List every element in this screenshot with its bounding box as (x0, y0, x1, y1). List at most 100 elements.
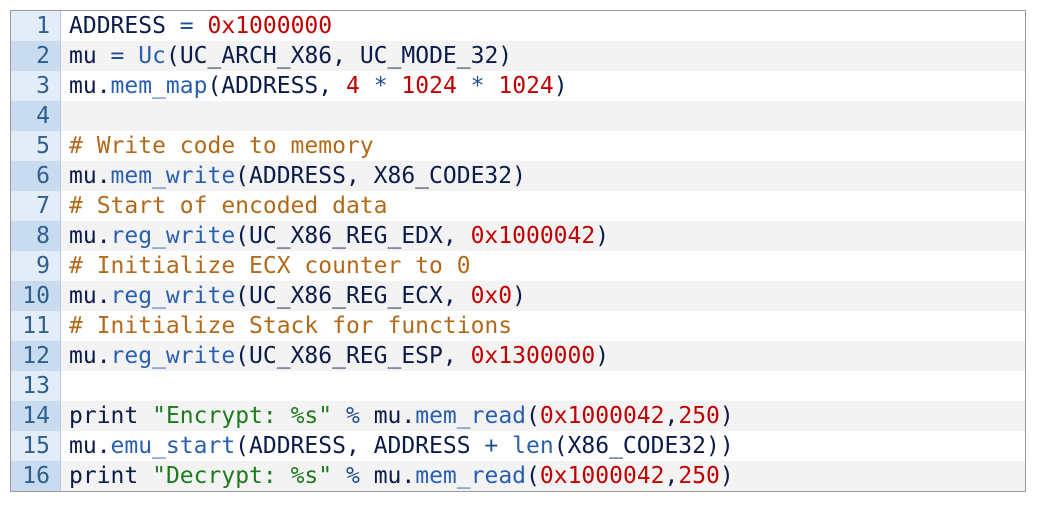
code-token-plain: mu (69, 43, 111, 69)
code-token-plain: mu. (69, 163, 111, 189)
line-text: # Initialize ECX counter to 0 (61, 251, 1025, 281)
line-text: # Write code to memory (61, 131, 1025, 161)
code-token-plain: ) (719, 463, 734, 489)
line-text: mu.mem_map(ADDRESS, 4 * 1024 * 1024) (61, 71, 1025, 101)
code-token-plain: mu. (69, 223, 111, 249)
code-token-comment: # Initialize ECX counter to 0 (69, 253, 471, 279)
code-token-plain: (UC_X86_REG_ECX, (235, 283, 471, 309)
code-token-plain: (UC_X86_REG_EDX, (235, 223, 471, 249)
line-number: 6 (11, 161, 61, 191)
line-number: 5 (11, 131, 61, 161)
line-number: 13 (11, 371, 61, 401)
line-text (61, 371, 1025, 401)
line-text: print "Encrypt: %s" % mu.mem_read(0x1000… (61, 401, 1025, 431)
code-line[interactable]: 13 (11, 371, 1025, 401)
code-token-plain (332, 403, 346, 429)
line-text: mu.reg_write(UC_X86_REG_ESP, 0x1300000) (61, 341, 1025, 371)
code-token-plain: (X86_CODE32)) (553, 433, 734, 459)
code-token-comment: # Initialize Stack for functions (69, 313, 513, 339)
code-token-plain: ( (526, 463, 540, 489)
code-token-fn: len (512, 433, 554, 459)
code-token-plain: mu. (69, 283, 111, 309)
line-number: 3 (11, 71, 61, 101)
code-line[interactable]: 9 # Initialize ECX counter to 0 (11, 251, 1025, 281)
code-token-num: 250 (678, 463, 720, 489)
code-token-fn: emu_start (110, 433, 236, 459)
code-token-op: = (110, 43, 125, 69)
code-token-comment: # Write code to memory (69, 133, 374, 159)
line-number: 15 (11, 431, 61, 461)
code-token-string: "Decrypt: %s" (152, 463, 333, 489)
code-token-plain (124, 43, 138, 69)
line-number: 14 (11, 401, 61, 431)
code-token-plain: (UC_X86_REG_ESP, (235, 343, 471, 369)
code-line[interactable]: 11# Initialize Stack for functions (11, 311, 1025, 341)
code-line[interactable]: 5 # Write code to memory (11, 131, 1025, 161)
line-text: mu.reg_write(UC_X86_REG_ECX, 0x0) (61, 281, 1025, 311)
code-token-fn: reg_write (110, 343, 236, 369)
code-token-plain (388, 73, 402, 99)
code-token-plain: ( (526, 403, 540, 429)
code-token-num: 0x0 (470, 283, 513, 309)
code-token-plain: mu. (69, 433, 111, 459)
code-token-num: 0x1000042 (470, 223, 596, 249)
code-token-fn: mem_read (415, 463, 527, 489)
code-token-op: * (373, 73, 388, 99)
code-token-plain (457, 73, 471, 99)
code-line[interactable]: 7# Start of encoded data (11, 191, 1025, 221)
code-token-fn: reg_write (110, 223, 236, 249)
line-number: 7 (11, 191, 61, 221)
code-line[interactable]: 4 (11, 101, 1025, 131)
code-token-plain: ) (595, 343, 610, 369)
code-token-fn: mem_write (110, 163, 236, 189)
code-token-plain: (ADDRESS, ADDRESS (235, 433, 485, 459)
code-token-plain (332, 463, 346, 489)
code-token-plain: (ADDRESS, X86_CODE32) (235, 163, 526, 189)
code-token-num: 0x1000042 (539, 463, 665, 489)
line-number: 10 (11, 281, 61, 311)
code-token-num: 4 (345, 73, 360, 99)
code-token-plain: , (664, 403, 679, 429)
code-token-plain (138, 403, 152, 429)
code-token-num: 0x1300000 (470, 343, 596, 369)
code-token-fn: Uc (138, 43, 166, 69)
line-number: 16 (11, 461, 61, 491)
code-token-op: % (345, 463, 360, 489)
line-text: print "Decrypt: %s" % mu.mem_read(0x1000… (61, 461, 1025, 491)
code-token-plain: mu. (359, 463, 416, 489)
code-token-op: = (179, 13, 194, 39)
line-number: 8 (11, 221, 61, 251)
code-token-string: "Encrypt: %s" (152, 403, 333, 429)
code-token-plain: ) (595, 223, 610, 249)
code-token-kw: print (69, 463, 139, 489)
line-text: mu.reg_write(UC_X86_REG_EDX, 0x1000042) (61, 221, 1025, 251)
code-token-plain: mu. (69, 73, 111, 99)
line-text (61, 101, 1025, 131)
code-token-num: 250 (678, 403, 720, 429)
code-token-op: * (470, 73, 485, 99)
code-token-plain: , (664, 463, 679, 489)
line-text: # Initialize Stack for functions (61, 311, 1025, 341)
line-text: mu.emu_start(ADDRESS, ADDRESS + len(X86_… (61, 431, 1025, 461)
code-token-op: + (484, 433, 499, 459)
code-token-num: 0x1000000 (207, 13, 333, 39)
code-token-fn: mem_map (110, 73, 208, 99)
line-number: 4 (11, 101, 61, 131)
line-number: 9 (11, 251, 61, 281)
code-token-plain (138, 463, 152, 489)
line-text: mu = Uc(UC_ARCH_X86, UC_MODE_32) (61, 41, 1025, 71)
code-line[interactable]: 6 mu.mem_write(ADDRESS, X86_CODE32) (11, 161, 1025, 191)
code-token-plain: ) (719, 403, 734, 429)
code-token-plain (485, 73, 499, 99)
